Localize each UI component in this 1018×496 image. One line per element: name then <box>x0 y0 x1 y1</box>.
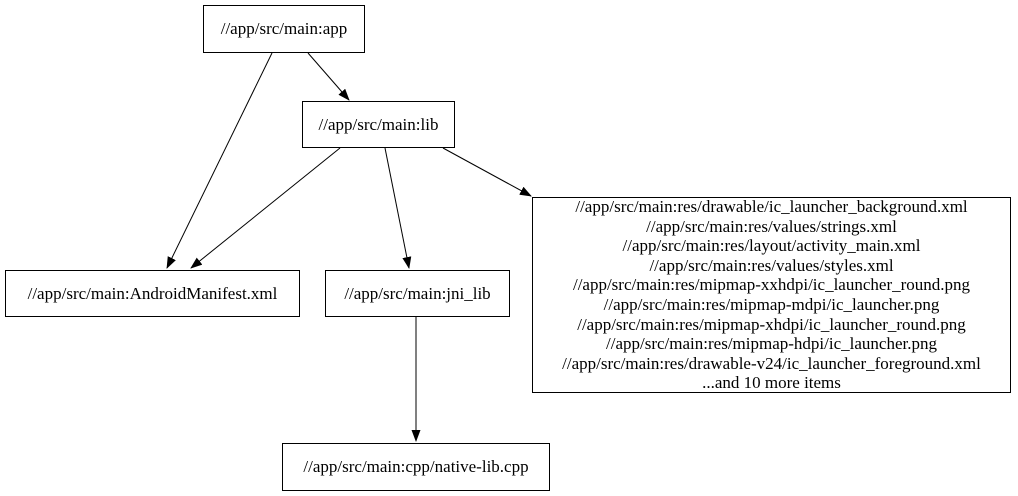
node-app-label: //app/src/main:app <box>220 19 348 39</box>
res-group-line: //app/src/main:res/layout/activity_main.… <box>622 236 921 256</box>
node-jni-lib: //app/src/main:jni_lib <box>325 270 510 317</box>
node-lib: //app/src/main:lib <box>302 101 455 148</box>
node-lib-label: //app/src/main:lib <box>318 114 439 134</box>
res-group-line: //app/src/main:res/values/strings.xml <box>646 216 897 236</box>
node-res-group: //app/src/main:res/drawable/ic_launcher_… <box>532 197 1011 393</box>
edge-app-to-lib <box>307 52 350 101</box>
res-group-line: //app/src/main:res/mipmap-mdpi/ic_launch… <box>603 295 940 314</box>
res-group-line: //app/src/main:res/mipmap-xxhdpi/ic_laun… <box>572 275 971 295</box>
edge-lib-to-res-group <box>442 147 532 197</box>
res-group-line: //app/src/main:res/drawable-v24/ic_launc… <box>562 353 981 373</box>
node-native-lib-cpp: //app/src/main:cpp/native-lib.cpp <box>282 443 550 491</box>
res-group-line: //app/src/main:res/drawable/ic_launcher_… <box>575 197 968 217</box>
node-jni-lib-label: //app/src/main:jni_lib <box>344 283 491 303</box>
node-app: //app/src/main:app <box>203 5 365 53</box>
node-android-manifest: //app/src/main:AndroidManifest.xml <box>5 270 300 317</box>
node-native-lib-cpp-label: //app/src/main:cpp/native-lib.cpp <box>303 457 529 477</box>
edge-app-to-manifest <box>166 52 273 269</box>
res-group-line: //app/src/main:res/mipmap-xhdpi/ic_launc… <box>577 314 966 334</box>
res-group-more-items: ...and 10 more items <box>702 373 841 393</box>
res-group-line: //app/src/main:res/values/styles.xml <box>649 255 894 275</box>
res-group-line: //app/src/main:res/mipmap-hdpi/ic_launch… <box>606 334 937 354</box>
edge-lib-to-manifest <box>190 147 341 269</box>
node-android-manifest-label: //app/src/main:AndroidManifest.xml <box>27 283 278 303</box>
edge-lib-to-jni-lib <box>384 147 412 269</box>
